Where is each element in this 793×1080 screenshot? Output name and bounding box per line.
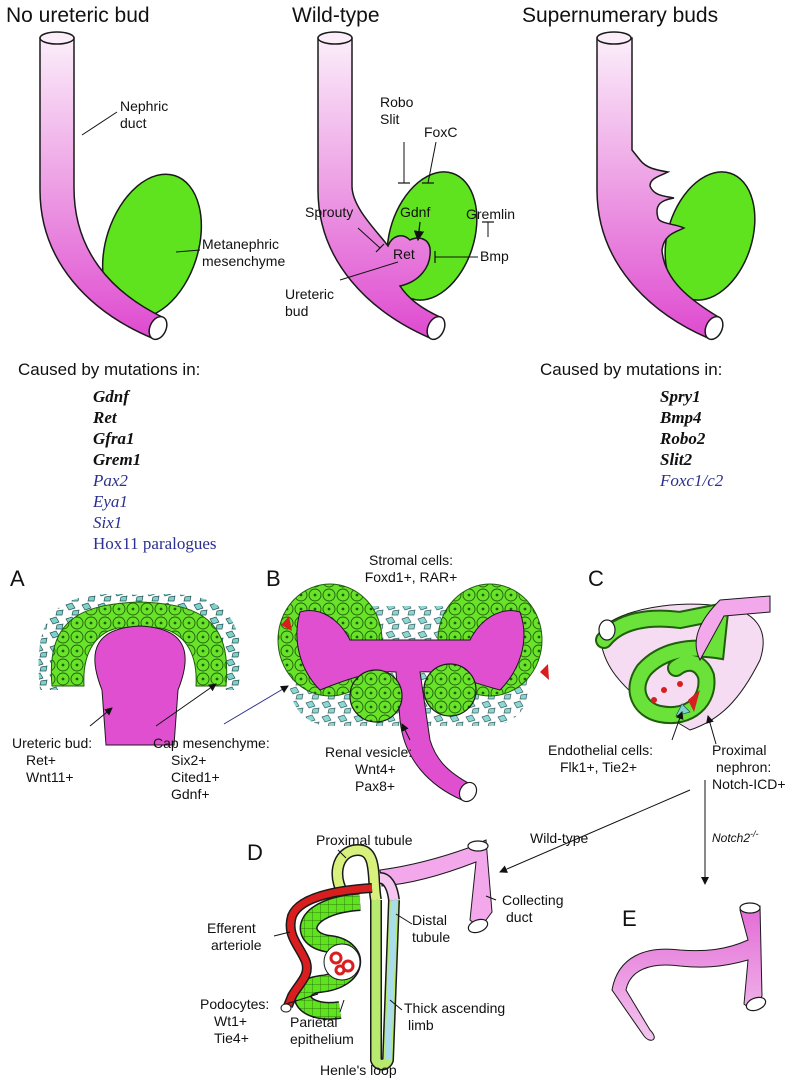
no-bud-illustration <box>39 31 203 341</box>
wild-type-title: Wild-type <box>292 4 380 27</box>
bmp-label: Bmp <box>480 248 509 264</box>
panel-d-letter: D <box>247 840 263 865</box>
gene-left-6: Six1 <box>93 513 123 532</box>
arrow-to-wild-type <box>499 789 691 873</box>
stage-a-illustration <box>38 593 242 746</box>
renal-vesicle-markers: Renal vesicle: Wnt4+ Pax8+ <box>325 744 413 794</box>
gene-left-0: Gdnf <box>93 387 129 406</box>
gremlin-label: Gremlin <box>466 206 516 222</box>
proximal-tubule-label: Proximal tubule <box>316 832 413 848</box>
wt-nephric-duct-with-bud <box>317 37 444 339</box>
panel-e-letter: E <box>622 906 637 931</box>
cap-mesenchyme-markers: Cap mesenchyme: Six2+ Cited1+ Gdnf+ <box>153 735 270 802</box>
gene-right-0: Spry1 <box>660 387 701 406</box>
ureteric-bud-markers: Ureteric bud: Ret+ Wnt11+ <box>12 735 93 785</box>
gene-right-4: Foxc1/c2 <box>660 471 724 490</box>
panel-a-letter: A <box>10 566 25 591</box>
stage-b-illustration <box>223 583 549 803</box>
podocytes-markers: Podocytes: Wt1+ Tie4+ <box>200 996 270 1046</box>
gene-left-1: Ret <box>93 408 117 427</box>
stage-c-illustration <box>595 595 771 745</box>
no-bud-title: No ureteric bud <box>6 4 150 27</box>
stage-c-collecting-tube <box>695 595 771 662</box>
caused-heading-left: Caused by mutations in: <box>18 360 201 379</box>
super-nephric-duct-with-buds <box>596 37 722 339</box>
caused-heading-right: Caused by mutations in: <box>540 360 723 379</box>
stage-b-ureteric-tree <box>296 610 525 801</box>
gene-right-3: Slit2 <box>660 450 693 469</box>
panel-c-letter: C <box>588 566 604 591</box>
panel-b-letter: B <box>266 566 281 591</box>
wild-type-arrow-label: Wild-type <box>530 830 589 846</box>
stromal-cells-label: Stromal cells:Foxd1+, RAR+ <box>364 552 458 585</box>
endothelial-cells-markers: Endothelial cells: Flk1+, Tie2+ <box>548 742 654 775</box>
gene-left-5: Eya1 <box>93 492 128 511</box>
gene-left-7: Hox11 paralogues <box>93 534 217 553</box>
foxc-label: FoxC <box>424 124 458 140</box>
gene-left-3: Grem1 <box>93 450 142 469</box>
renal-vesicle-right <box>423 663 477 717</box>
notch2-label: Notch2-/- <box>712 829 759 845</box>
stage-e-illustration <box>611 902 767 1041</box>
gene-left-4: Pax2 <box>93 471 128 490</box>
stage-e-truncated-nephron <box>611 905 763 1041</box>
gene-right-1: Bmp4 <box>660 408 702 427</box>
ret-label: Ret <box>393 246 415 262</box>
supernumerary-illustration <box>596 31 756 341</box>
supernumerary-title: Supernumerary buds <box>522 4 719 27</box>
stage-a-ureteric-bud <box>94 625 186 746</box>
wild-type-illustration <box>317 31 494 341</box>
stage-d-illustration <box>273 839 497 1071</box>
proximal-nephron-markers: Proximal nephron: Notch-ICD+ <box>712 742 786 792</box>
gene-right-2: Robo2 <box>660 429 706 448</box>
renal-vesicle-left <box>349 669 403 723</box>
sprouty-label: Sprouty <box>305 204 354 220</box>
henles-loop-label: Henle's loop <box>320 1062 397 1078</box>
gene-left-2: Gfra1 <box>93 429 135 448</box>
gdnf-label: Gdnf <box>400 204 431 220</box>
